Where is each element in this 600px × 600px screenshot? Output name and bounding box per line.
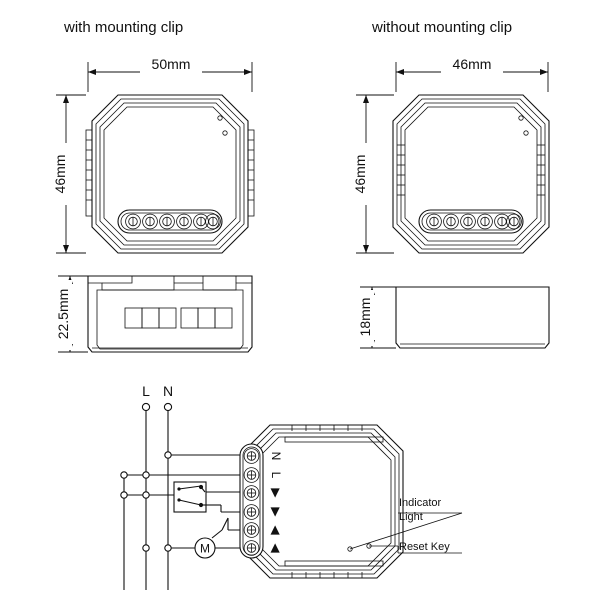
device-body-with-clip bbox=[91, 94, 249, 254]
dimension-label-side-left: 22.5mm bbox=[55, 289, 71, 340]
indicator-light-dot-right bbox=[518, 115, 524, 121]
body-side-ribs bbox=[397, 144, 545, 196]
body-rib-ticks bbox=[291, 425, 363, 578]
side-body-outline-left bbox=[87, 275, 253, 353]
callout-reset-key: Reset Key bbox=[369, 541, 462, 554]
side-body-outline-right bbox=[395, 286, 550, 349]
side-terminal-slots-left bbox=[124, 307, 233, 329]
supply-node-L bbox=[141, 402, 151, 412]
terminal-screw bbox=[243, 467, 260, 483]
view-title-without-clip: without mounting clip bbox=[371, 19, 512, 36]
terminal-screw bbox=[243, 448, 260, 464]
reset-key-dot-right bbox=[523, 130, 529, 136]
wire-junctions bbox=[120, 451, 172, 552]
terminal-screw bbox=[243, 504, 260, 520]
supply-node-N bbox=[163, 402, 173, 412]
view-title-with-clip: with mounting clip bbox=[63, 19, 183, 36]
indicator-light-dot-wiring bbox=[347, 546, 353, 552]
dimension-width-46mm: 46mm bbox=[395, 56, 549, 92]
callout-label-indicator-line2: Light bbox=[399, 511, 423, 523]
motor-symbol: M bbox=[194, 517, 229, 559]
terminal-block-left-view bbox=[117, 209, 223, 234]
supply-label-L: L bbox=[142, 383, 150, 399]
terminal-block-right-view bbox=[418, 209, 524, 234]
side-view-with-clip: 22.5mm bbox=[55, 275, 253, 353]
device-body-wiring-view: N L ▶ ▶ ◀ ◀ bbox=[239, 424, 404, 579]
dimension-label-side-right: 18mm bbox=[357, 298, 373, 337]
callout-label-indicator-line1: Indicator bbox=[399, 497, 442, 509]
dimension-height-46mm-left: 46mm bbox=[52, 94, 86, 254]
view-with-mounting-clip: 50mm 46mm bbox=[52, 56, 255, 254]
view-without-mounting-clip: 46mm 46mm bbox=[352, 56, 550, 254]
terminal-label-1: N bbox=[269, 452, 283, 461]
reset-key-dot bbox=[222, 130, 228, 136]
terminal-label-3: ▶ bbox=[269, 488, 283, 498]
wall-switch-symbol bbox=[173, 481, 221, 513]
side-view-without-clip: 18mm bbox=[357, 286, 550, 349]
wiring-diagram: L N bbox=[120, 383, 463, 590]
terminal-screw bbox=[243, 522, 260, 538]
motor-label: M bbox=[200, 542, 210, 556]
callout-indicator-light: Indicator Light bbox=[349, 497, 463, 550]
terminal-label-4: ▶ bbox=[269, 507, 283, 517]
terminal-label-2: L bbox=[269, 472, 283, 479]
terminal-screw bbox=[243, 485, 260, 501]
terminal-screws bbox=[125, 213, 221, 230]
device-body-without-clip bbox=[392, 94, 550, 254]
clip-step-profile bbox=[87, 276, 253, 291]
dimension-label-height-right: 46mm bbox=[352, 155, 368, 194]
dimension-width-50mm: 50mm bbox=[87, 56, 253, 92]
supply-label-N: N bbox=[163, 383, 173, 399]
indicator-light-dot bbox=[217, 115, 223, 121]
dimension-height-18mm: 18mm bbox=[357, 286, 396, 349]
dimension-height-22-5mm: 22.5mm bbox=[55, 275, 88, 353]
dimension-height-46mm-right: 46mm bbox=[352, 94, 394, 254]
clip-step-notches bbox=[102, 276, 237, 284]
side-inner-shell-left bbox=[96, 289, 244, 350]
terminal-label-6: ◀ bbox=[269, 543, 283, 553]
dimension-label-width-right: 46mm bbox=[453, 56, 492, 72]
callout-label-reset-key: Reset Key bbox=[399, 541, 450, 553]
terminal-screw bbox=[243, 540, 260, 556]
dimension-label-width-left: 50mm bbox=[152, 56, 191, 72]
terminal-block-wiring-view bbox=[239, 443, 264, 559]
dimension-label-height-left: 46mm bbox=[52, 155, 68, 194]
terminal-label-5: ◀ bbox=[269, 525, 283, 535]
